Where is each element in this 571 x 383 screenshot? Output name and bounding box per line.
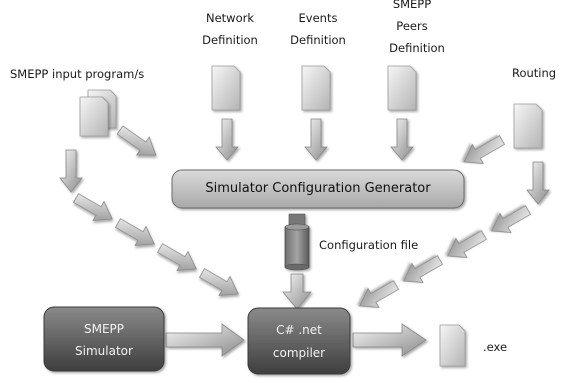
- simulator-configuration-generator-box: [171, 169, 465, 209]
- arrow-routing-down: [526, 161, 550, 205]
- csharp-compiler-box: [247, 307, 351, 375]
- simulator-box-label-line1: SMEPP: [83, 322, 125, 336]
- label-exe: .exe: [483, 340, 508, 354]
- arrow-right-chain-4: [359, 280, 400, 308]
- arrow-config-to-compiler: [282, 273, 312, 310]
- simulator-box-label-line2: Simulator: [75, 344, 133, 358]
- smepp-simulator-box: [43, 306, 165, 372]
- label-events-definition-line1: Events: [298, 11, 338, 25]
- arrow-left-chain-1: [72, 193, 113, 221]
- compiler-box-label-line2: compiler: [272, 346, 326, 360]
- arrow-input-to-generator: [116, 125, 157, 156]
- document-icon-events: [301, 65, 331, 111]
- label-configuration-file: Configuration file: [319, 238, 419, 252]
- document-icon-input-front: [79, 96, 109, 137]
- arrow-peers-to-generator: [390, 118, 414, 161]
- arrow-right-chain-3: [403, 255, 444, 283]
- label-network-definition-line1: Network: [205, 11, 255, 25]
- label-smepp-input-programs: SMEPP input program/s: [10, 67, 145, 81]
- document-icon-exe: [439, 324, 466, 367]
- configuration-file-cylinder-icon: [284, 213, 310, 271]
- arrow-compiler-to-exe: [352, 323, 427, 357]
- label-smepp-peers-definition-line1: SMEPP: [392, 0, 432, 11]
- document-icon-peers: [387, 65, 417, 111]
- label-routing: Routing: [512, 66, 557, 80]
- arrow-left-chain-2: [114, 218, 155, 246]
- label-events-definition-line2: Definition: [290, 33, 346, 47]
- document-icon-routing: [513, 103, 543, 149]
- document-icon-network: [211, 65, 241, 111]
- arrow-left-chain-3: [156, 243, 197, 271]
- arrow-network-to-generator: [215, 118, 239, 161]
- arrow-left-chain-4: [198, 268, 239, 296]
- arrow-right-chain-2: [447, 230, 488, 258]
- generator-box-label: Simulator Configuration Generator: [205, 181, 431, 196]
- arrow-routing-to-generator: [463, 135, 506, 164]
- arrow-simulator-to-compiler: [165, 323, 245, 357]
- arrow-right-chain-1: [491, 205, 532, 233]
- label-smepp-peers-definition-line3: Definition: [389, 41, 445, 55]
- compiler-box-label-line1: C# .net: [276, 323, 322, 337]
- label-network-definition-line2: Definition: [202, 33, 258, 47]
- label-smepp-peers-definition-line2: Peers: [396, 19, 428, 33]
- arrow-input-down: [59, 149, 83, 193]
- arrow-events-to-generator: [304, 118, 328, 161]
